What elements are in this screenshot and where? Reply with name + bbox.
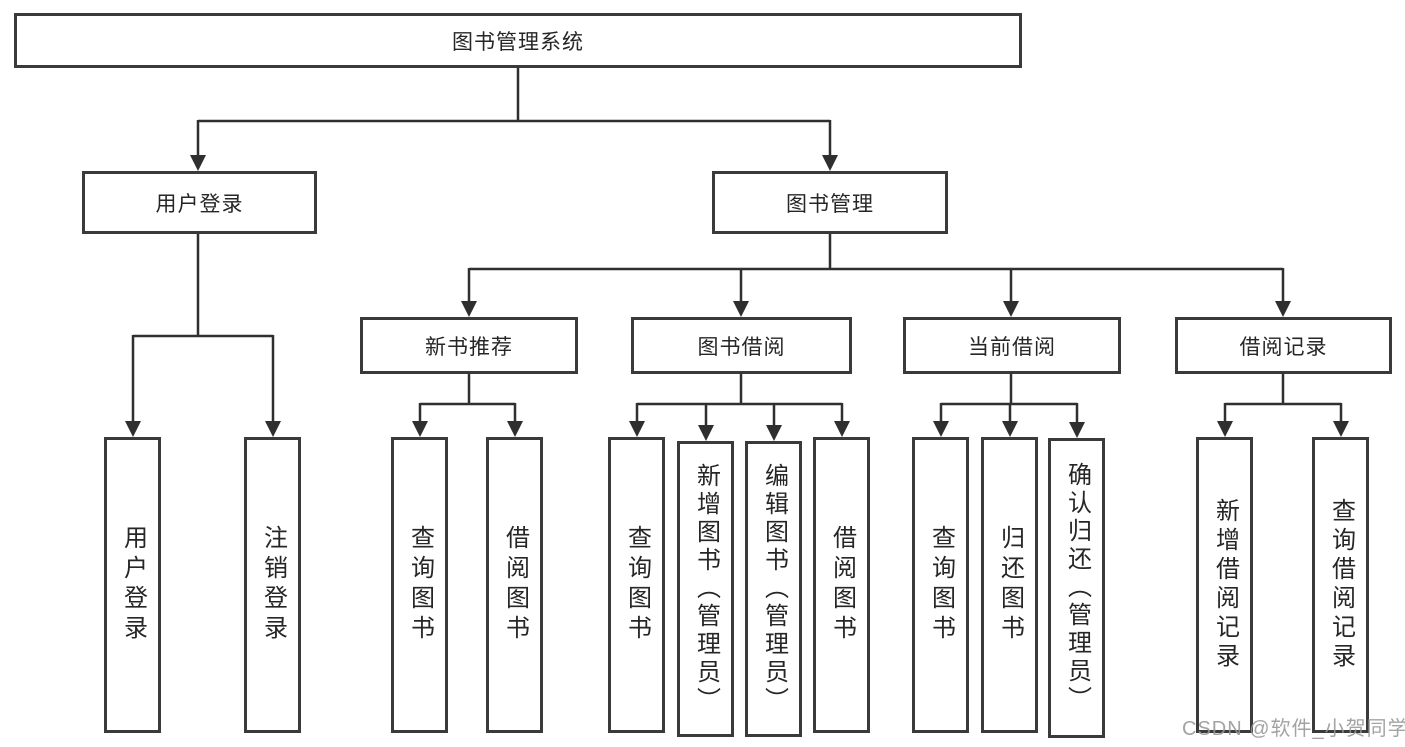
group-borrow-records-label: 借阅记录: [1239, 335, 1328, 359]
group-current-borrow: 当前借阅: [903, 317, 1121, 374]
group-current-borrow-label: 当前借阅: [968, 335, 1056, 359]
leaf-query-books-borrow: 查询图书: [608, 437, 665, 733]
leaf-add-book-admin-label: 新增图书（管理员）: [692, 463, 720, 715]
leaf-return-book-label: 归还图书: [996, 525, 1024, 645]
leaf-add-borrow-record: 新增借阅记录: [1196, 437, 1253, 733]
leaf-query-borrow-record: 查询借阅记录: [1312, 437, 1369, 733]
leaf-borrow-books-recommend-label: 借阅图书: [501, 525, 529, 645]
branch-user-login: 用户登录: [82, 171, 317, 234]
leaf-query-borrow-record-label: 查询借阅记录: [1327, 498, 1355, 672]
leaf-user-login: 用户登录: [104, 437, 161, 733]
leaf-query-books-current: 查询图书: [912, 437, 969, 733]
leaf-query-books-recommend-label: 查询图书: [406, 525, 434, 645]
root-node-library-system: 图书管理系统: [14, 13, 1022, 68]
leaf-query-books-current-label: 查询图书: [927, 525, 955, 645]
branch-book-management: 图书管理: [712, 171, 948, 234]
leaf-confirm-return-admin-label: 确认归还（管理员）: [1063, 462, 1091, 714]
leaf-borrow-books-label: 借阅图书: [828, 525, 856, 645]
group-borrow-records: 借阅记录: [1175, 317, 1392, 374]
leaf-borrow-books-recommend: 借阅图书: [486, 437, 543, 733]
group-new-book-recommend: 新书推荐: [360, 317, 578, 374]
leaf-query-books-borrow-label: 查询图书: [623, 525, 651, 645]
leaf-confirm-return-admin: 确认归还（管理员）: [1048, 438, 1105, 738]
group-new-book-recommend-label: 新书推荐: [425, 335, 513, 359]
leaf-edit-book-admin-label: 编辑图书（管理员）: [760, 463, 788, 715]
branch-book-management-label: 图书管理: [786, 192, 874, 216]
root-node-label: 图书管理系统: [452, 30, 584, 54]
leaf-user-login-label: 用户登录: [119, 525, 147, 645]
leaf-borrow-books: 借阅图书: [813, 437, 870, 733]
leaf-query-books-recommend: 查询图书: [391, 437, 448, 733]
leaf-logout: 注销登录: [244, 437, 301, 733]
leaf-add-borrow-record-label: 新增借阅记录: [1211, 498, 1239, 672]
group-book-borrow-label: 图书借阅: [697, 335, 786, 359]
leaf-add-book-admin: 新增图书（管理员）: [677, 441, 734, 737]
leaf-return-book: 归还图书: [981, 437, 1038, 733]
group-book-borrow: 图书借阅: [631, 317, 852, 374]
branch-user-login-label: 用户登录: [155, 192, 244, 216]
leaf-logout-label: 注销登录: [259, 525, 287, 645]
arrowheads: [125, 155, 1349, 441]
csdn-watermark: CSDN @软件_小贺同学: [1182, 718, 1405, 740]
leaf-edit-book-admin: 编辑图书（管理员）: [745, 441, 802, 737]
